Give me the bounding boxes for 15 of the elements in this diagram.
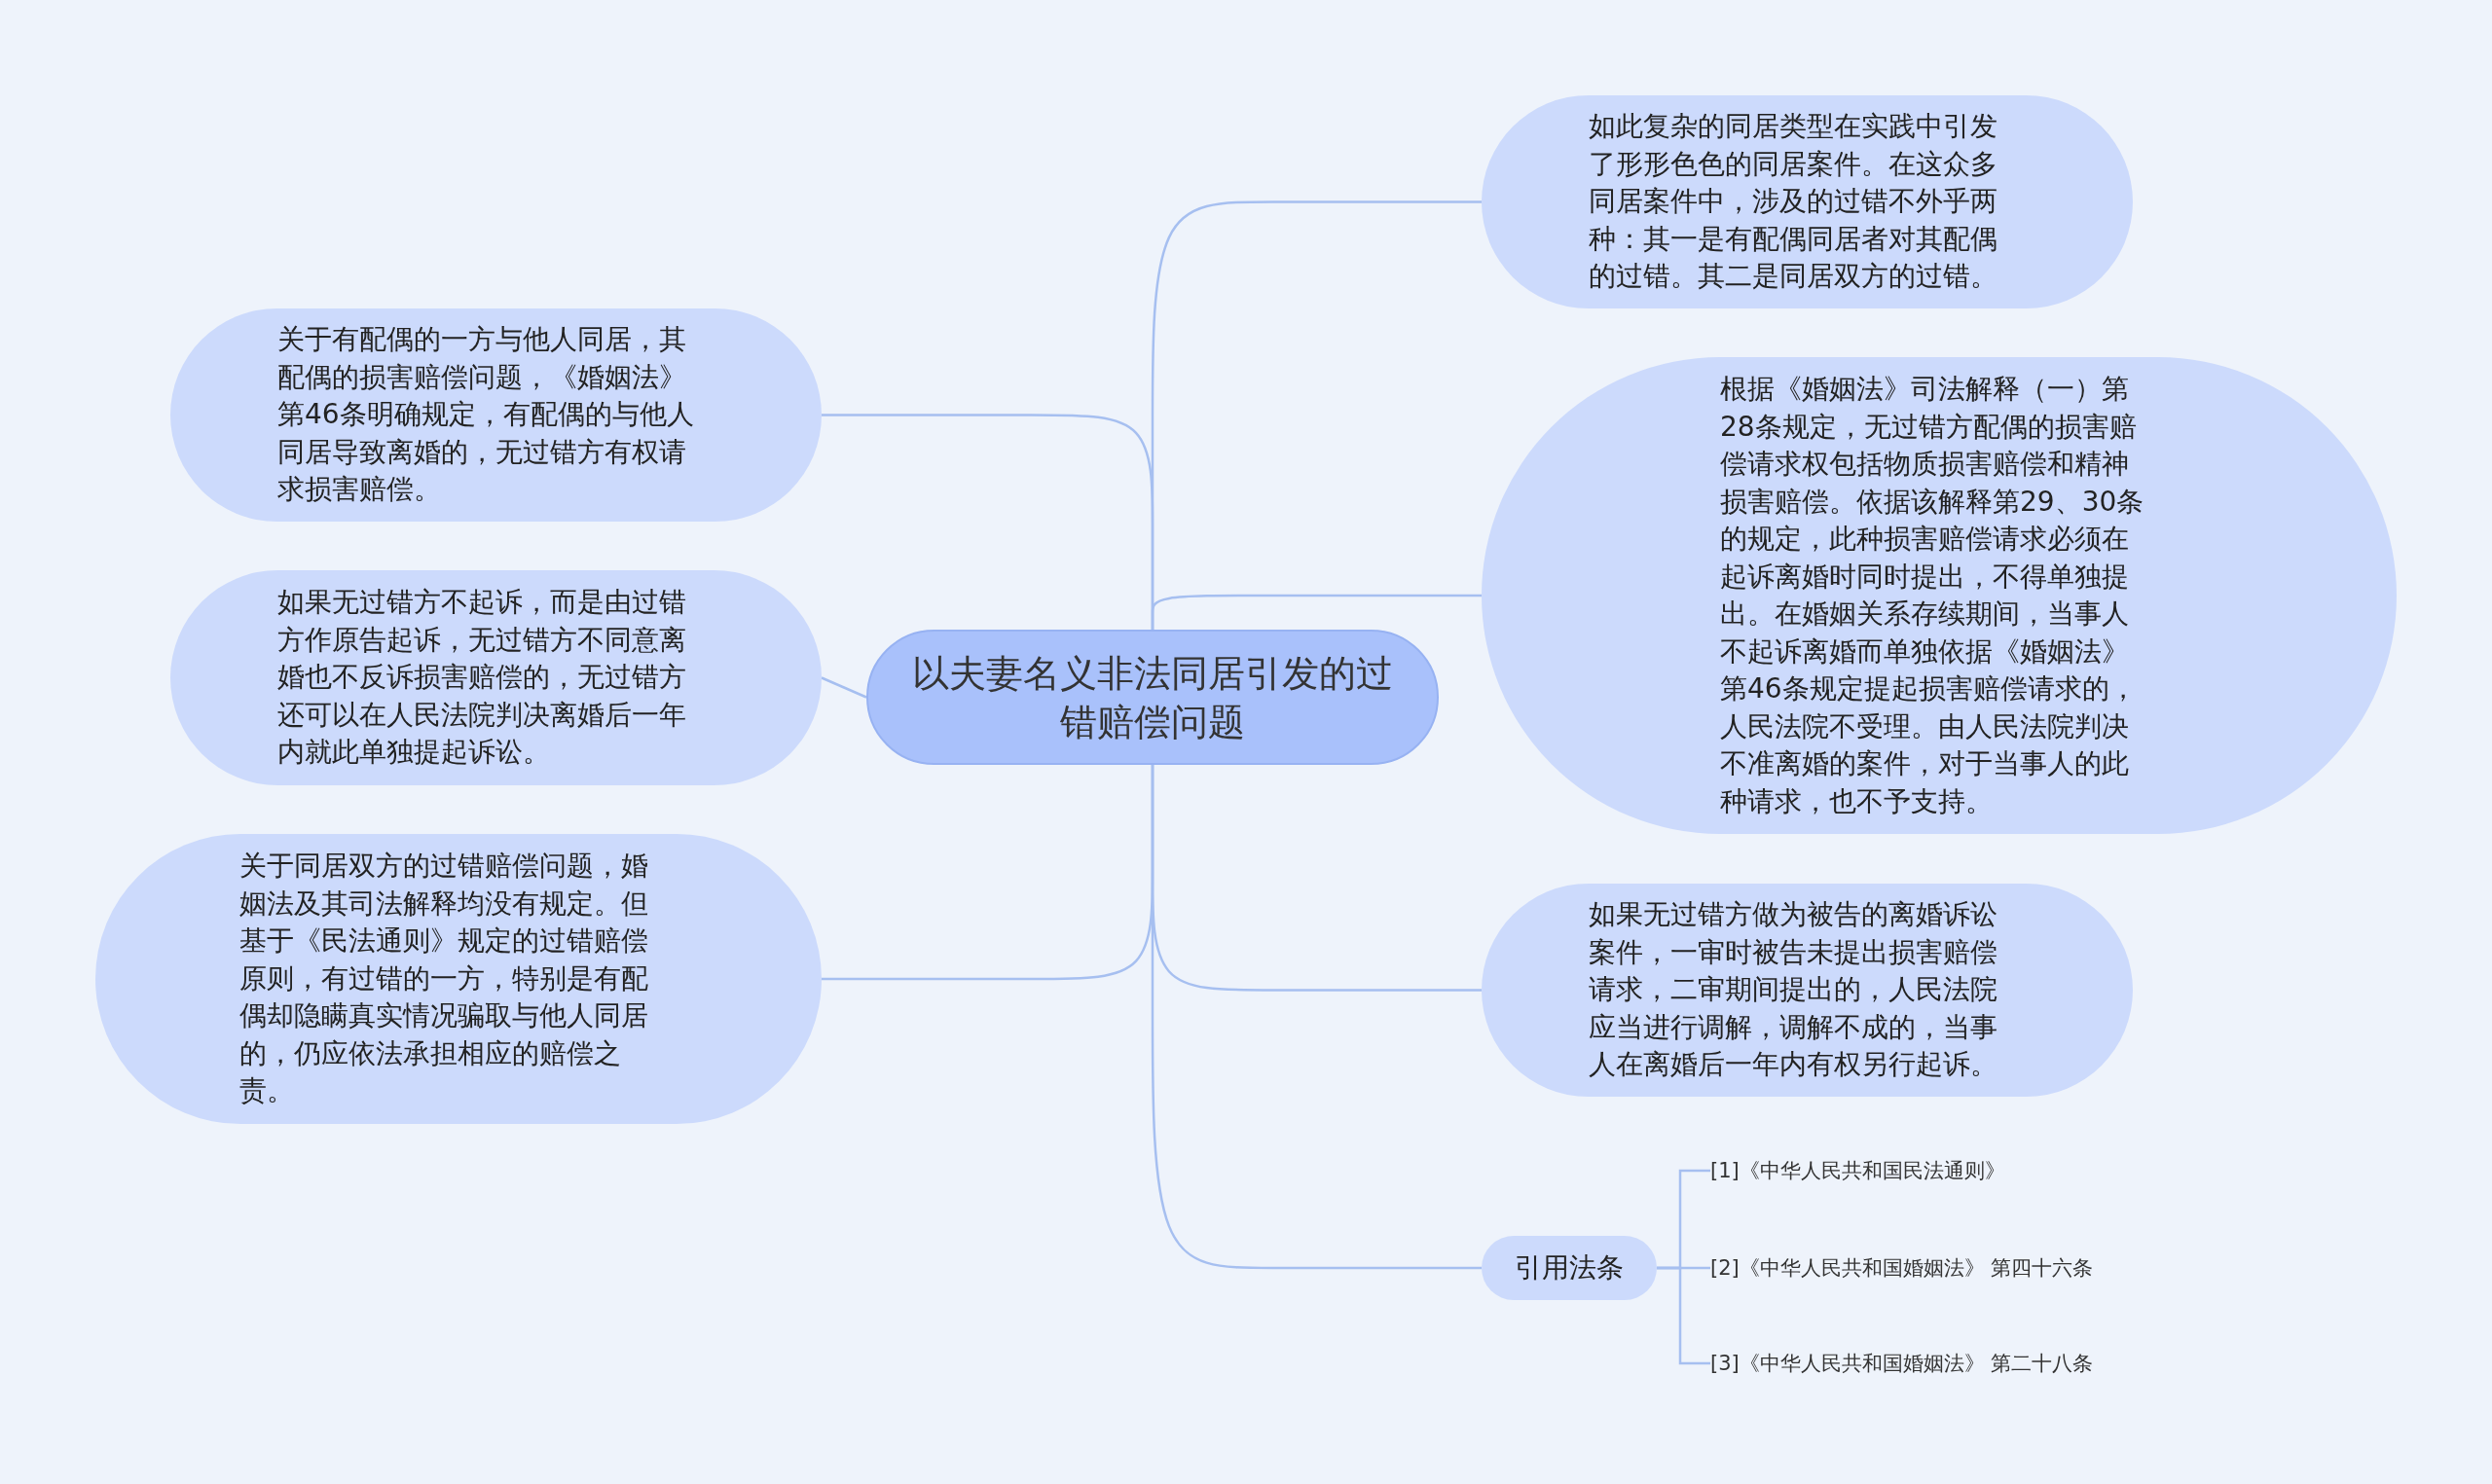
- topic-text: 如此复杂的同居类型在实践中引发了形形色色的同居案件。在这众多同居案件中，涉及的过错不外乎两种：其一是有配偶同居者对其配偶的过错。其二是同居双方的过错。: [1589, 109, 1998, 295]
- topic-text: 如果无过错方做为被告的离婚诉讼案件，一审时被告未提出损害赔偿请求，二审期间提出的，人民法院应当进行调解，调解不成的，当事人在离婚后一年内有权另行起诉。: [1589, 897, 1998, 1083]
- topic-text: 关于有配偶的一方与他人同居，其配偶的损害赔偿问题，《婚姻法》第46条明确规定，有配偶的与他人同居导致离婚的，无过错方有权请求损害赔偿。: [277, 322, 695, 508]
- topic-text: 如果无过错方不起诉，而是由过错方作原告起诉，无过错方不同意离婚也不反诉损害赔偿的，无过错方还可以在人民法院判决离婚后一年内就此单独提起诉讼。: [277, 585, 687, 771]
- citation-text: [3]《中华人民共和国婚姻法》 第二十八条: [1710, 1347, 2119, 1380]
- topic-text: 引用法条: [1514, 1249, 1625, 1285]
- topic-text: 关于同居双方的过错赔偿问题，婚姻法及其司法解释均没有规定。但基于《民法通则》规定的过错赔偿原则，有过错的一方，特别是有配偶却隐瞒真实情况骗取与他人同居的，仍应依法承担相应的赔偿之责。: [239, 849, 649, 1109]
- citation-text: [1]《中华人民共和国民法通则》: [1710, 1154, 2061, 1187]
- central-topic-text: 以夫妻名义非法同居引发的过错赔偿问题: [911, 650, 1394, 745]
- connector-line: [822, 414, 1154, 630]
- connector-line: [822, 765, 1154, 981]
- topic-text: 根据《婚姻法》司法解释（一）第28条规定，无过错方配偶的损害赔偿请求权包括物质损害赔偿和精神损害赔偿。依据该解释第29、30条的规定，此种损害赔偿请求必须在起诉离婚时同时提出，不得单独提出。在婚姻关系存续期间，当事人不起诉离婚而单独依据《婚姻法》第46条规定提起损害赔偿请求的，人民法院不受理。由人民法院判决不准离婚的案件，对于当事人的此种请求，也不予支持。: [1720, 372, 2145, 819]
- citation-text: [2]《中华人民共和国婚姻法》 第四十六条: [1710, 1251, 2119, 1285]
- connector-line: [1657, 1266, 1710, 1365]
- connector-line: [821, 676, 867, 699]
